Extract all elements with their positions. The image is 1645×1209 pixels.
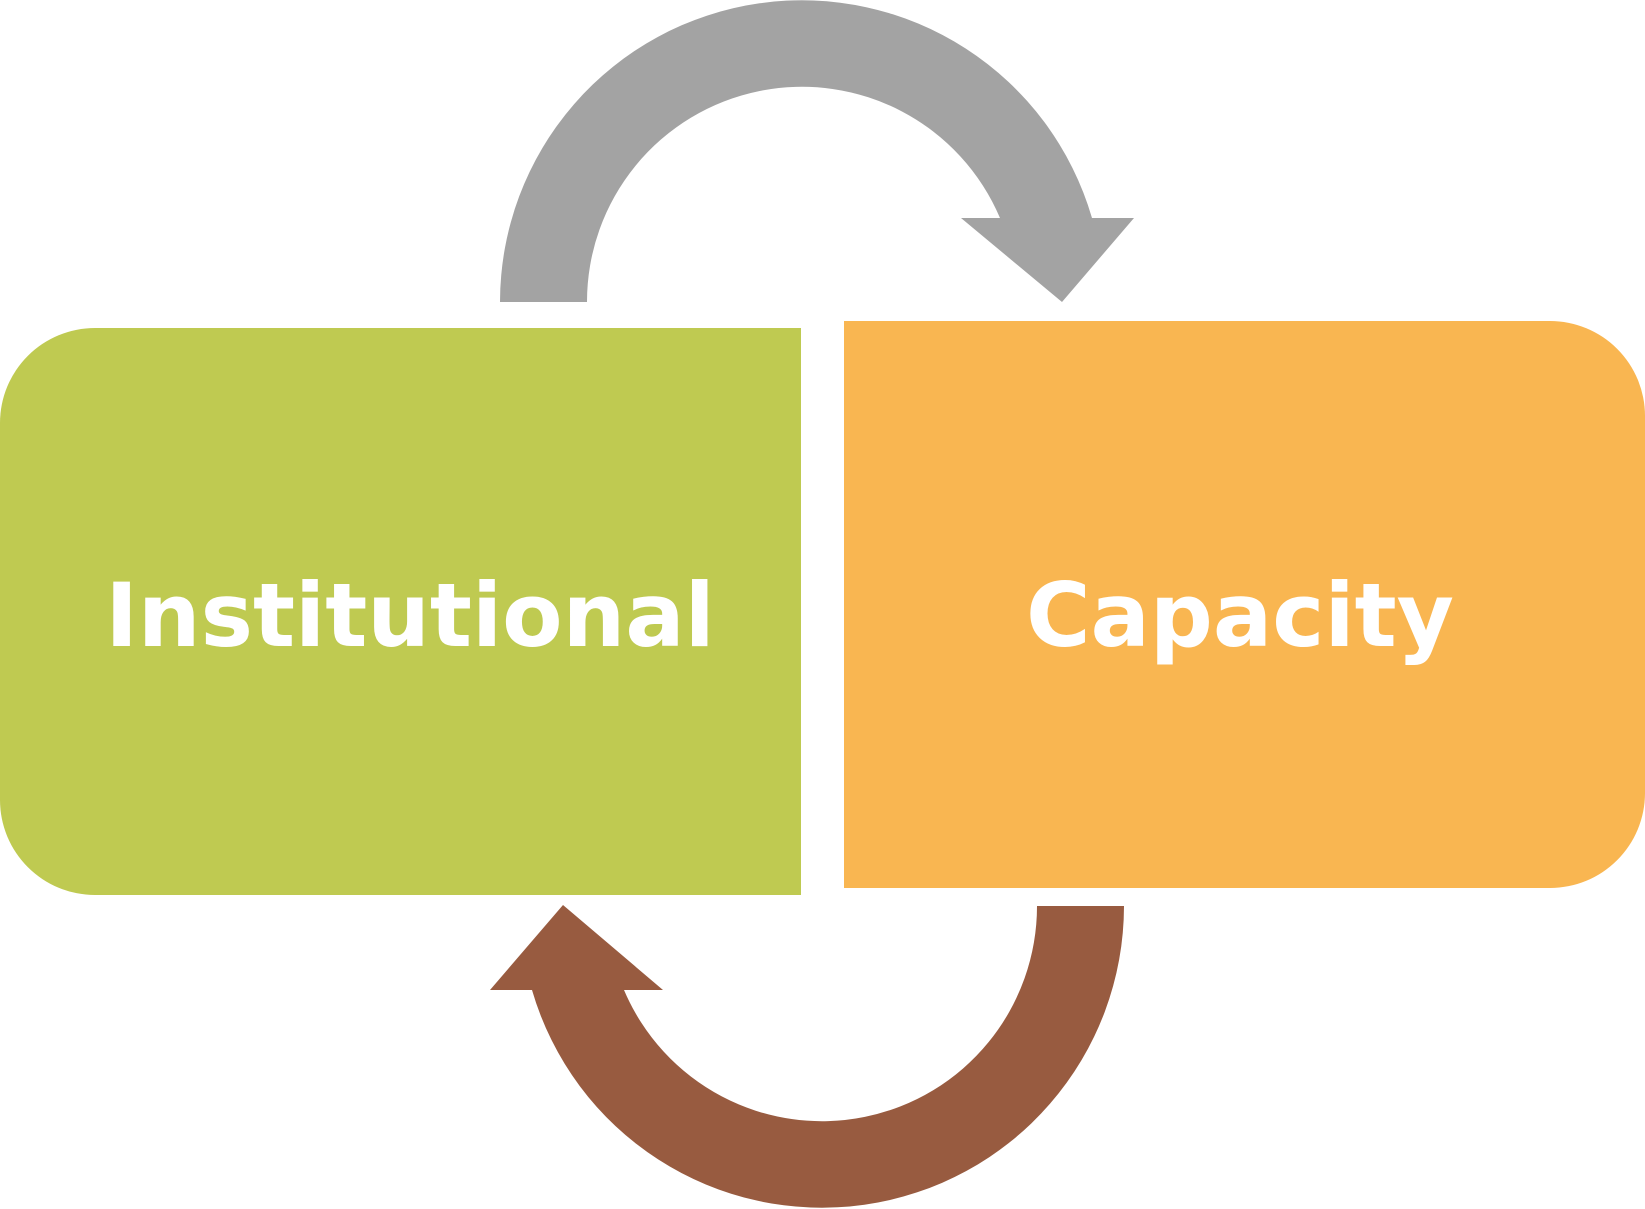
capacity-box: Capacity: [844, 321, 1645, 888]
institutional-label: Institutional: [105, 564, 715, 667]
capacity-label: Capacity: [1026, 564, 1454, 667]
bottom-cycle-arrow: [490, 905, 1124, 1208]
top-cycle-arrow: [500, 0, 1134, 302]
institutional-box: Institutional: [0, 328, 801, 895]
